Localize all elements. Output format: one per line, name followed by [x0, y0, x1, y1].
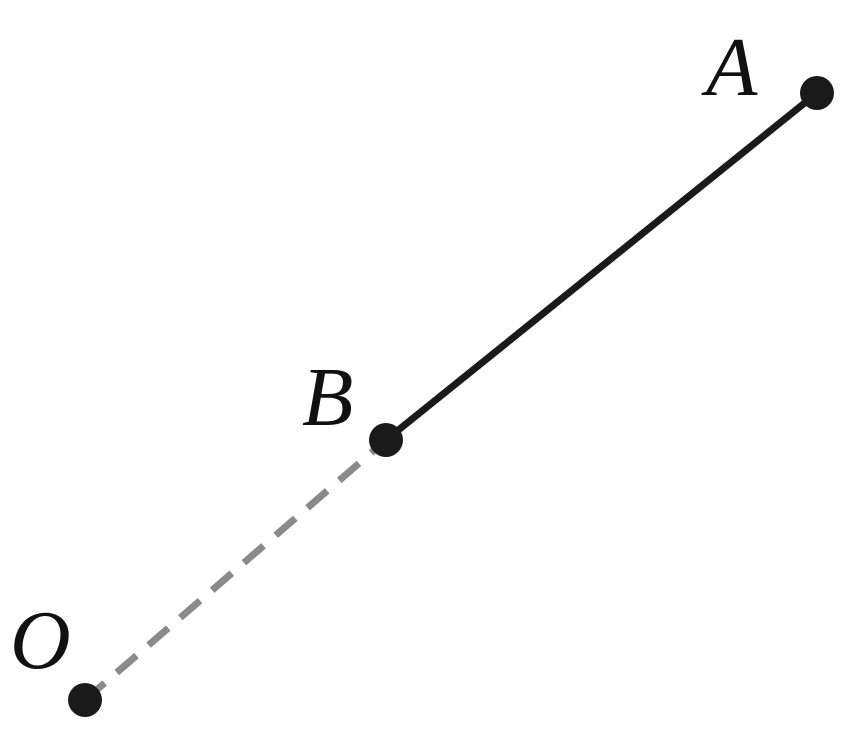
label-a: A	[701, 21, 758, 114]
point-b	[369, 423, 403, 457]
label-b: B	[302, 351, 353, 444]
segment-b-a	[382, 89, 821, 444]
point-a	[800, 76, 834, 110]
point-o	[68, 683, 102, 717]
label-o: O	[10, 594, 71, 687]
segment-o-b	[82, 437, 389, 703]
